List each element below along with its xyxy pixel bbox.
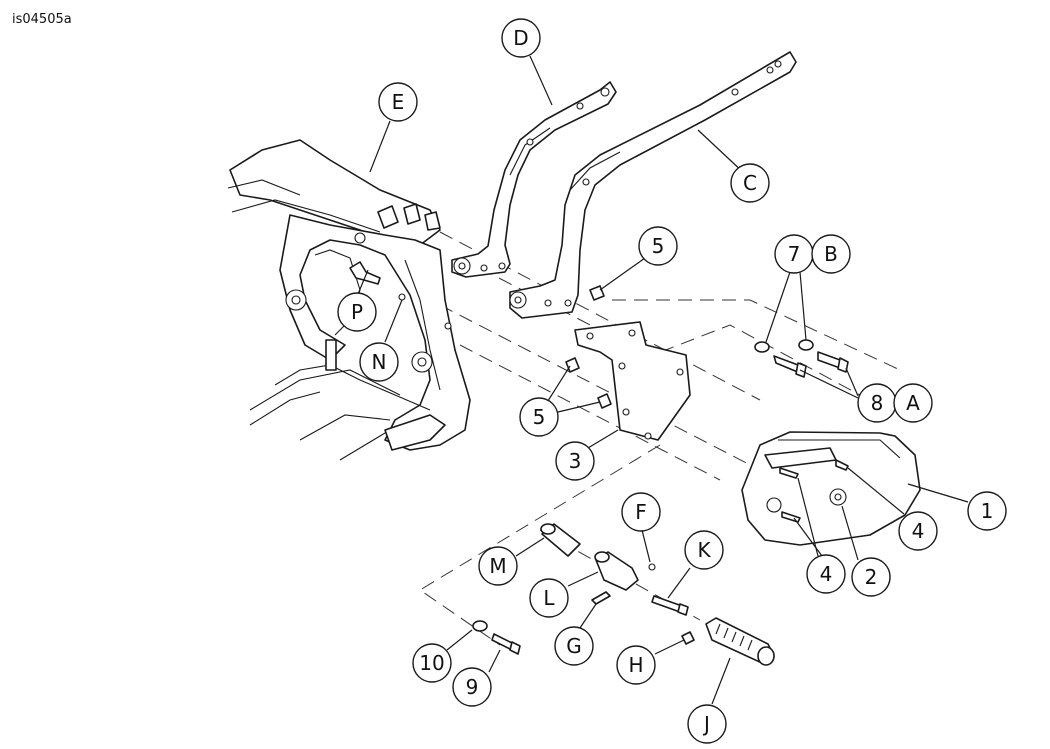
svg-text:H: H xyxy=(628,653,643,677)
callout-b: B xyxy=(811,234,851,274)
svg-text:7: 7 xyxy=(788,242,801,266)
callout-f: F xyxy=(621,492,661,532)
callout-d: D xyxy=(501,18,541,58)
nuts xyxy=(565,285,612,409)
svg-text:M: M xyxy=(489,554,506,578)
svg-text:F: F xyxy=(635,500,647,524)
svg-text:1: 1 xyxy=(981,499,994,523)
callout-5-bottom: 5 xyxy=(519,397,559,437)
washers-and-bolts xyxy=(754,339,849,378)
callout-10: 10 xyxy=(412,643,452,683)
svg-text:2: 2 xyxy=(865,565,878,589)
svg-text:4: 4 xyxy=(912,519,925,543)
svg-text:N: N xyxy=(372,350,387,374)
svg-text:J: J xyxy=(702,712,710,736)
footpeg-parts xyxy=(472,523,775,666)
callout-j: J xyxy=(687,704,727,744)
bracket-c xyxy=(509,51,797,319)
callout-4-right: 4 xyxy=(898,511,938,551)
callout-a: A xyxy=(893,383,933,423)
svg-text:10: 10 xyxy=(419,651,444,675)
callout-m: M xyxy=(478,546,518,586)
footrest-housing xyxy=(741,431,921,546)
svg-text:A: A xyxy=(906,391,920,415)
svg-text:E: E xyxy=(392,90,405,114)
svg-text:B: B xyxy=(824,242,838,266)
svg-text:G: G xyxy=(566,634,582,658)
callout-9: 9 xyxy=(452,667,492,707)
leader-lines xyxy=(357,55,969,705)
callout-5-top: 5 xyxy=(638,226,678,266)
svg-text:5: 5 xyxy=(533,405,546,429)
callout-g: G xyxy=(554,626,594,666)
callout-l: L xyxy=(529,578,569,618)
callout-7: 7 xyxy=(774,234,814,274)
callout-2: 2 xyxy=(851,557,891,597)
svg-text:K: K xyxy=(697,538,711,562)
svg-text:L: L xyxy=(543,586,555,610)
callout-8: 8 xyxy=(857,383,897,423)
callout-3: 3 xyxy=(555,441,595,481)
callout-h: H xyxy=(616,645,656,685)
svg-text:5: 5 xyxy=(652,234,665,258)
svg-text:P: P xyxy=(351,300,363,324)
mounting-plate xyxy=(574,321,691,441)
svg-text:3: 3 xyxy=(569,449,582,473)
figure-id: is04505a xyxy=(12,12,72,27)
svg-text:4: 4 xyxy=(820,562,833,586)
callout-c: C xyxy=(730,163,770,203)
svg-text:9: 9 xyxy=(466,675,479,699)
callout-4-bottom: 4 xyxy=(806,554,846,594)
callout-1: 1 xyxy=(967,491,1007,531)
svg-text:C: C xyxy=(743,171,757,195)
callout-k: K xyxy=(684,530,724,570)
svg-text:8: 8 xyxy=(871,391,884,415)
callout-n: N xyxy=(359,342,399,382)
callout-e: E xyxy=(378,82,418,122)
bracket-d xyxy=(451,81,617,278)
svg-text:D: D xyxy=(513,26,528,50)
callout-p: P xyxy=(337,292,377,332)
